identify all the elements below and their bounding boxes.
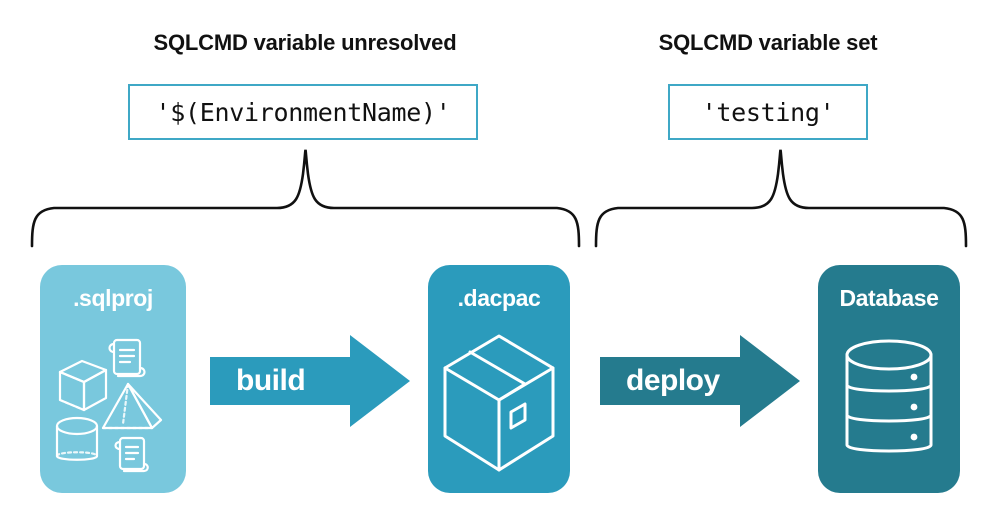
arrow-deploy: deploy xyxy=(600,335,800,427)
stage-label-database: Database xyxy=(839,285,939,311)
section-heading-right: SQLCMD variable set xyxy=(658,30,878,55)
brace-left xyxy=(30,149,581,248)
arrow-build: build xyxy=(210,335,410,427)
deploy-arrow-shape xyxy=(600,335,800,427)
brace-right xyxy=(594,149,968,248)
scroll-icon xyxy=(114,436,149,472)
sqlcmd-variable-set-value: 'testing' xyxy=(701,97,835,127)
stage-box-sqlproj: .sqlproj xyxy=(40,265,186,493)
pyramid-icon xyxy=(101,382,163,429)
stage-label-sqlproj: .sqlproj xyxy=(73,285,153,311)
dacpac-artwork xyxy=(428,312,570,493)
sqlproj-artwork xyxy=(40,312,186,493)
sqlcmd-variable-set-box: 'testing' xyxy=(668,84,868,140)
database-cylinder-icon xyxy=(845,339,933,452)
stage-box-dacpac: .dacpac xyxy=(428,265,570,493)
cylinder-icon xyxy=(55,416,99,461)
cube-icon xyxy=(58,359,108,411)
database-artwork xyxy=(818,312,960,493)
stage-label-dacpac: .dacpac xyxy=(457,285,541,311)
arrow-label-build: build xyxy=(236,364,306,397)
sqlcmd-variable-unresolved-value: '$(EnvironmentName)' xyxy=(155,97,451,127)
scroll-icon xyxy=(108,338,146,377)
package-box-icon xyxy=(443,334,555,471)
stage-box-database: Database xyxy=(818,265,960,493)
section-heading-left: SQLCMD variable unresolved xyxy=(153,30,457,55)
sqlcmd-variable-unresolved-box: '$(EnvironmentName)' xyxy=(128,84,478,140)
arrow-label-deploy: deploy xyxy=(626,364,720,397)
build-arrow-shape xyxy=(210,335,410,427)
